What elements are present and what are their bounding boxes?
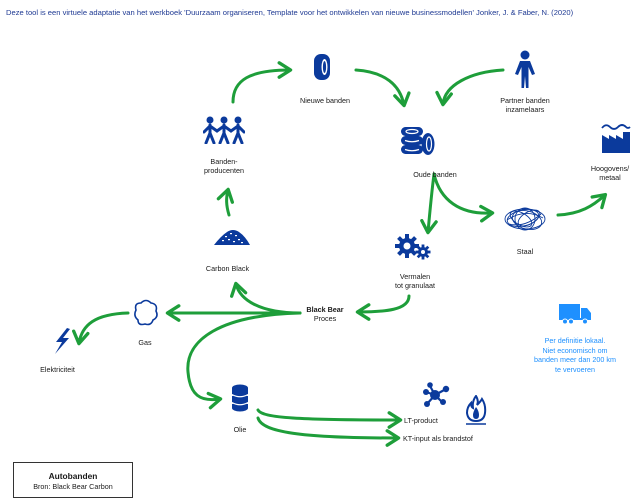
legend-box: Autobanden Bron: Black Bear Carbon — [13, 462, 133, 498]
node-bandenproducenten: Banden- producenten — [204, 157, 244, 175]
node-staal: Staal — [516, 247, 534, 256]
lightning-icon — [53, 328, 71, 359]
node-oude-banden: Oude banden — [413, 170, 457, 179]
legend-title: Autobanden — [48, 471, 98, 481]
arrow-partner-to-oude — [435, 68, 505, 107]
flame-icon — [465, 394, 487, 430]
database-barrel-icon — [231, 384, 249, 417]
factory-icon — [601, 122, 631, 159]
node-lt-product: LT-product — [404, 416, 438, 425]
node-kt-input: KT-input als brandstof — [403, 434, 473, 443]
gears-icon — [395, 234, 433, 265]
steel-wire-icon — [503, 206, 547, 237]
tire-icon — [313, 53, 331, 86]
node-black-bear-proces: Black Bear Proces — [306, 305, 344, 323]
arrow-oude-to-staal — [432, 172, 495, 223]
legend-source: Bron: Black Bear Carbon — [33, 482, 113, 491]
arrow-staal-to-hoogovens — [556, 192, 608, 217]
arrow-carbon-to-producenten — [216, 187, 235, 217]
arrow-nieuwe-to-oude — [354, 68, 411, 108]
node-vermalen: Vermalen tot granulaat — [395, 272, 435, 290]
arrow-blackbear-to-olie — [186, 311, 302, 410]
arrow-oude-to-vermalen — [420, 172, 438, 235]
node-elektriciteit: Elektriciteit — [40, 365, 75, 374]
transport-note: Per definitie lokaal. Niet economisch om… — [534, 336, 616, 374]
cloud-icon — [133, 298, 159, 333]
person-icon — [513, 50, 537, 95]
arrow-olie-to-lt — [256, 408, 403, 429]
header-attribution: Deze tool is een virtuele adaptatie van … — [6, 8, 574, 17]
node-carbon-black: Carbon Black — [205, 264, 250, 273]
truck-icon — [558, 303, 592, 330]
arrow-olie-to-kt — [256, 416, 401, 447]
arrow-gas-to-elektriciteit — [72, 311, 130, 346]
node-partner-inzamelaars: Partner banden inzamelaars — [500, 96, 550, 114]
people-icon — [202, 116, 246, 149]
node-gas: Gas — [138, 338, 152, 347]
node-olie: Olie — [233, 425, 247, 434]
arrow-vermalen-to-blackbear — [355, 294, 411, 321]
powder-pile-icon — [213, 228, 251, 251]
tire-stack-icon — [400, 125, 436, 162]
molecule-icon — [423, 380, 451, 413]
node-nieuwe-banden: Nieuwe banden — [300, 96, 350, 105]
node-hoogovens: Hoogovens/ metaal — [590, 164, 630, 182]
arrow-blackbear-to-carbon — [229, 281, 302, 315]
arrow-producenten-to-nieuwe — [231, 61, 293, 104]
